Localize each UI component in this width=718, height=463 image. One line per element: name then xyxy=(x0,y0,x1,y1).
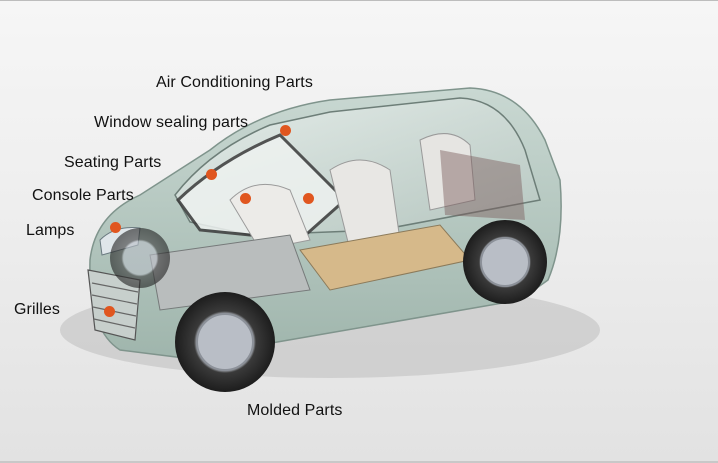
label-air-conditioning-parts: Air Conditioning Parts xyxy=(156,74,313,91)
rear-wheel xyxy=(463,220,547,304)
label-window-sealing-parts: Window sealing parts xyxy=(94,114,249,131)
bottom-border xyxy=(0,461,718,463)
marker-console-dot-2 xyxy=(302,192,314,204)
label-seating-parts: Seating Parts xyxy=(64,154,162,171)
left-wheel xyxy=(110,228,170,288)
marker-seating-dot xyxy=(205,168,217,180)
label-lamps: Lamps xyxy=(26,222,75,239)
label-grilles: Grilles xyxy=(14,301,61,318)
label-console-parts: Console Parts xyxy=(32,187,134,204)
marker-grilles-dot xyxy=(103,305,115,317)
marker-lamps-dot xyxy=(109,221,121,233)
label-molded-parts: Molded Parts xyxy=(247,402,343,419)
front-wheel xyxy=(175,292,275,392)
top-border xyxy=(0,0,718,1)
marker-console-dot xyxy=(239,192,251,204)
marker-window-sealing-dot xyxy=(279,124,291,136)
